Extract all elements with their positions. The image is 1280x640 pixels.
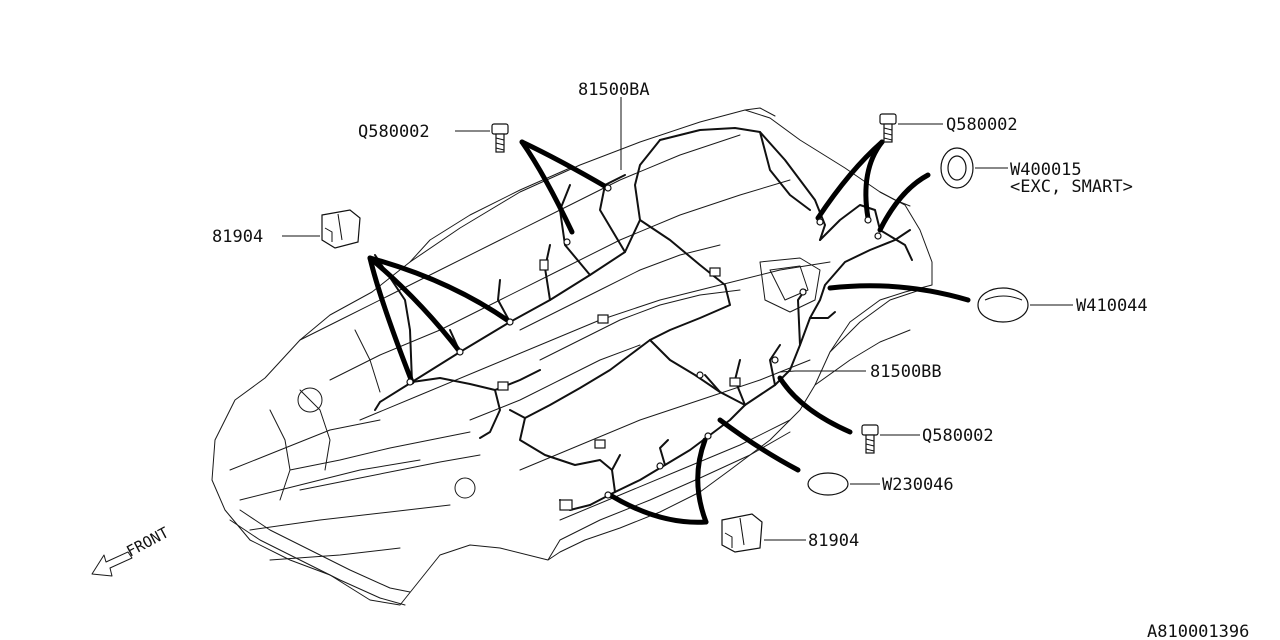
harness-connectors — [406, 184, 882, 511]
part-label-q580002-left: Q580002 — [358, 122, 430, 142]
part-label-w400015: W400015 — [1010, 160, 1082, 180]
leader-lines — [282, 97, 1073, 541]
front-direction-arrow: FRONT — [91, 523, 172, 577]
clip-icon — [321, 209, 361, 249]
bolt-icon — [491, 123, 509, 153]
part-label-q580002-lower-right: Q580002 — [922, 426, 994, 446]
part-label-q580002-top-right: Q580002 — [946, 115, 1018, 135]
bolt-icon — [861, 424, 879, 454]
part-label-w230046: W230046 — [882, 475, 954, 495]
part-label-81500bb: 81500BB — [870, 362, 942, 382]
plug-icon — [807, 472, 849, 496]
harness-81500bb — [519, 229, 911, 511]
part-label-81500ba: 81500BA — [578, 80, 650, 100]
harness-81500ba — [374, 127, 913, 439]
bolt-icon — [879, 113, 897, 143]
plug-icon — [977, 287, 1029, 323]
harness-heavy-routing — [367, 139, 971, 525]
part-label-81904-upper: 81904 — [212, 227, 263, 247]
grommet-icon — [940, 147, 974, 189]
clip-icon — [721, 513, 763, 553]
part-label-81904-lower: 81904 — [808, 531, 859, 551]
part-label-w400015-note: <EXC, SMART> — [1010, 177, 1133, 197]
part-label-w410044: W410044 — [1076, 296, 1148, 316]
front-direction-label: FRONT — [123, 523, 171, 560]
figure-id: A810001396 — [1147, 622, 1249, 640]
